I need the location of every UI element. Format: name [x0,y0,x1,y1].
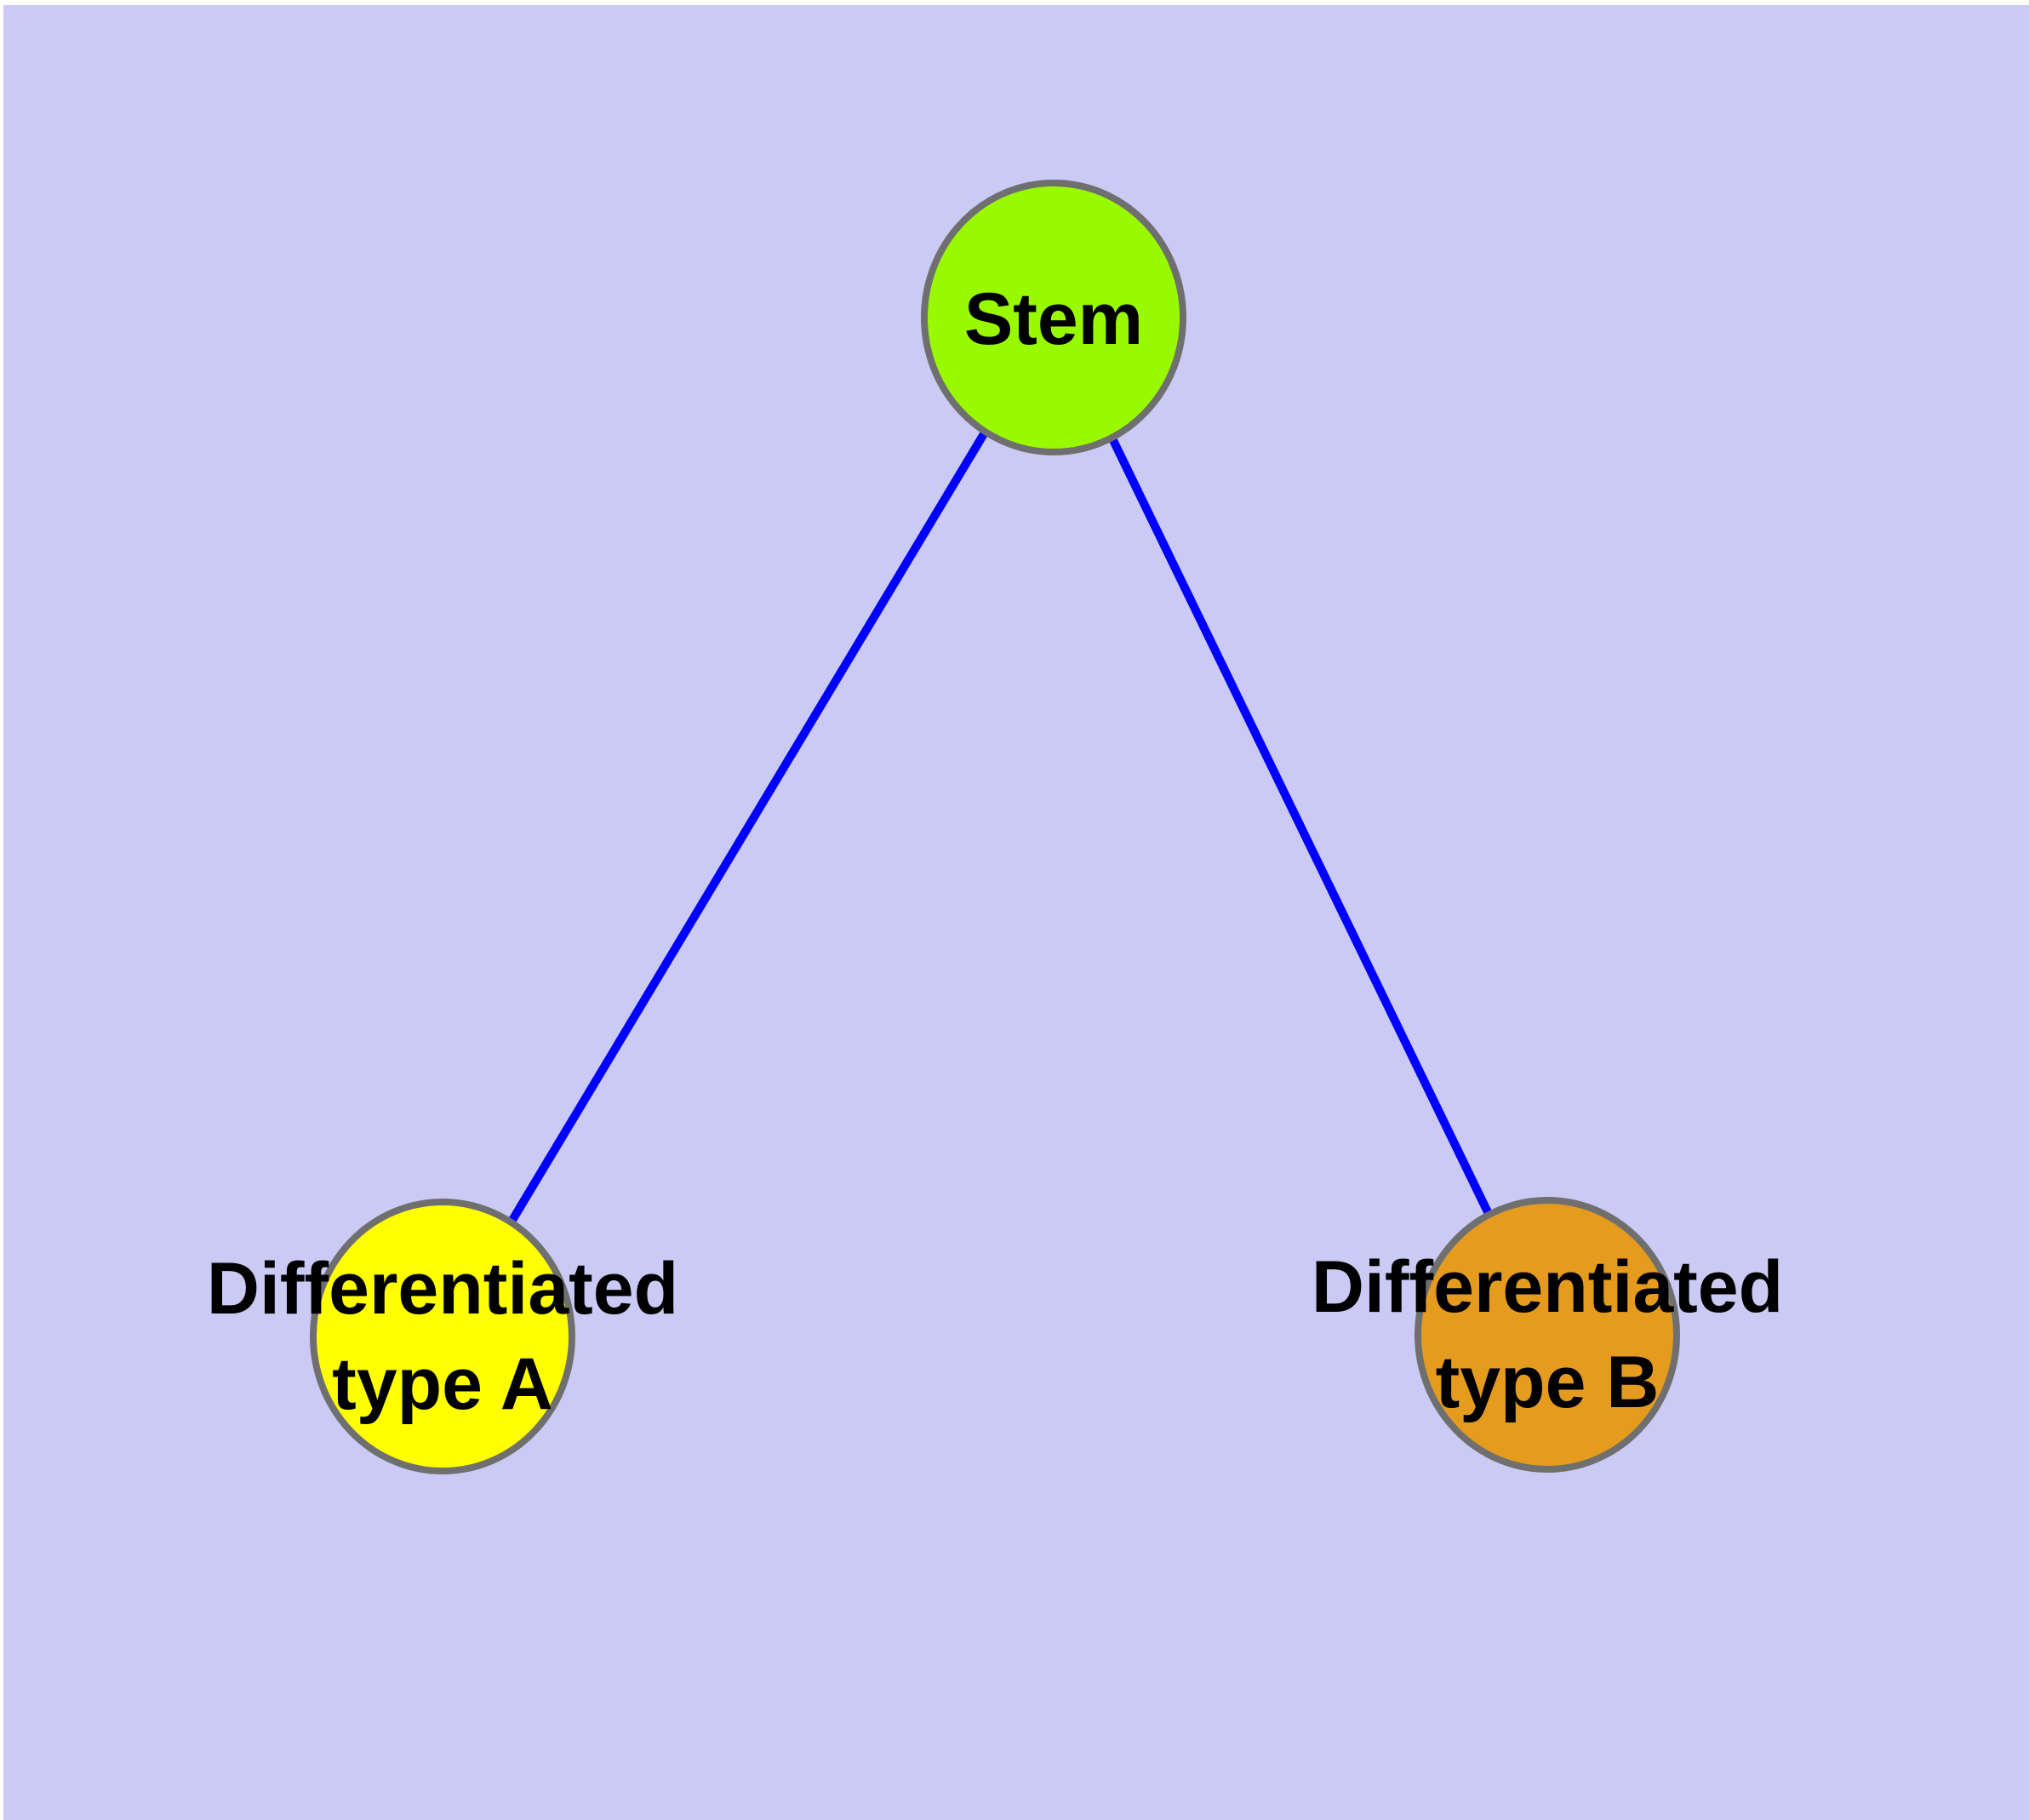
node-type-b-shape [1415,1197,1680,1473]
node-stem-shape [921,180,1186,455]
edge-stem-to-type-b [1049,315,1552,1337]
node-type-a-shape [310,1199,575,1474]
edge-stem-to-type-a [438,315,1058,1339]
